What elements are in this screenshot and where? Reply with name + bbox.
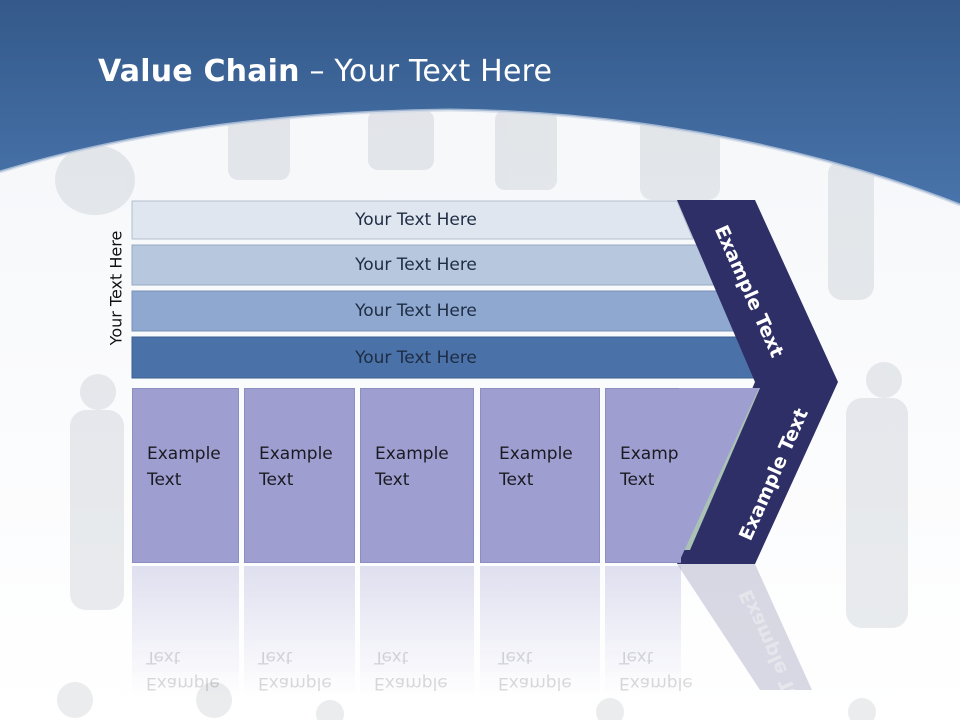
activity-box-5-reflection: Example Text (605, 566, 693, 696)
reflection-1-line2: Text (146, 647, 181, 667)
side-label-text: Your Text Here (106, 230, 126, 346)
reflection-4-line1: Example (498, 673, 572, 693)
reflection-2-line2: Text (258, 647, 293, 667)
activity-box-4-reflection-text: Example Text (498, 620, 572, 696)
reflection-2-line1: Example (258, 673, 332, 693)
activity-box-1-reflection-text: Example Text (146, 620, 220, 696)
activity-box-3-reflection: Example Text (360, 566, 474, 696)
reflection-5-line1: Example (619, 673, 693, 693)
activity-box-2-reflection: Example Text (244, 566, 355, 696)
bar-2: Your Text Here (132, 245, 712, 285)
bar-1: Your Text Here (132, 201, 692, 239)
reflection-3-line1: Example (374, 673, 448, 693)
activity-box-2-reflection-text: Example Text (258, 620, 332, 696)
activity-box-1-line2: Text (147, 470, 182, 490)
title-rest: – Your Text Here (299, 54, 553, 89)
activity-box-1-reflection: Example Text (132, 566, 239, 696)
title-bold: Value Chain (98, 54, 300, 89)
activity-box-4-line2: Text (499, 470, 534, 490)
activity-box-3-reflection-text: Example Text (374, 620, 448, 696)
activity-box-3-line2: Text (375, 470, 410, 490)
bar-4-label: Your Text Here (355, 347, 477, 368)
bar-4: Your Text Here (132, 337, 752, 378)
activity-box-3-line1: Example (375, 444, 449, 464)
reflection-4-line2: Text (498, 647, 533, 667)
reflection-5-line2: Text (619, 647, 654, 667)
activity-box-5-line2: Text (620, 470, 655, 490)
header-curve-highlight (0, 108, 960, 207)
header-band (0, 0, 960, 205)
activity-box-5-reflection-text: Example Text (619, 620, 693, 696)
bar-3: Your Text Here (132, 291, 732, 331)
people-photo-silhouettes (55, 110, 908, 720)
activity-box-2-line2: Text (259, 470, 294, 490)
bar-3-label: Your Text Here (355, 301, 477, 321)
reflection-3-line2: Text (374, 647, 409, 667)
chevron-reflection (677, 564, 812, 690)
activity-box-2-line1: Example (259, 444, 333, 464)
reflection-1-line1: Example (146, 673, 220, 693)
activity-box-1-line1: Example (147, 444, 221, 464)
slide-title: Value Chain – Your Text Here (98, 54, 552, 89)
activity-box-5-slant (679, 388, 759, 562)
bar-1-label: Your Text Here (355, 210, 477, 230)
bar-2-label: Your Text Here (355, 255, 477, 275)
activity-box-5-line1: Example (620, 444, 694, 464)
bar-shape-1 (131, 200, 694, 240)
activity-box-4-line1: Example (499, 444, 573, 464)
activity-box-4-reflection: Example Text (480, 566, 600, 696)
